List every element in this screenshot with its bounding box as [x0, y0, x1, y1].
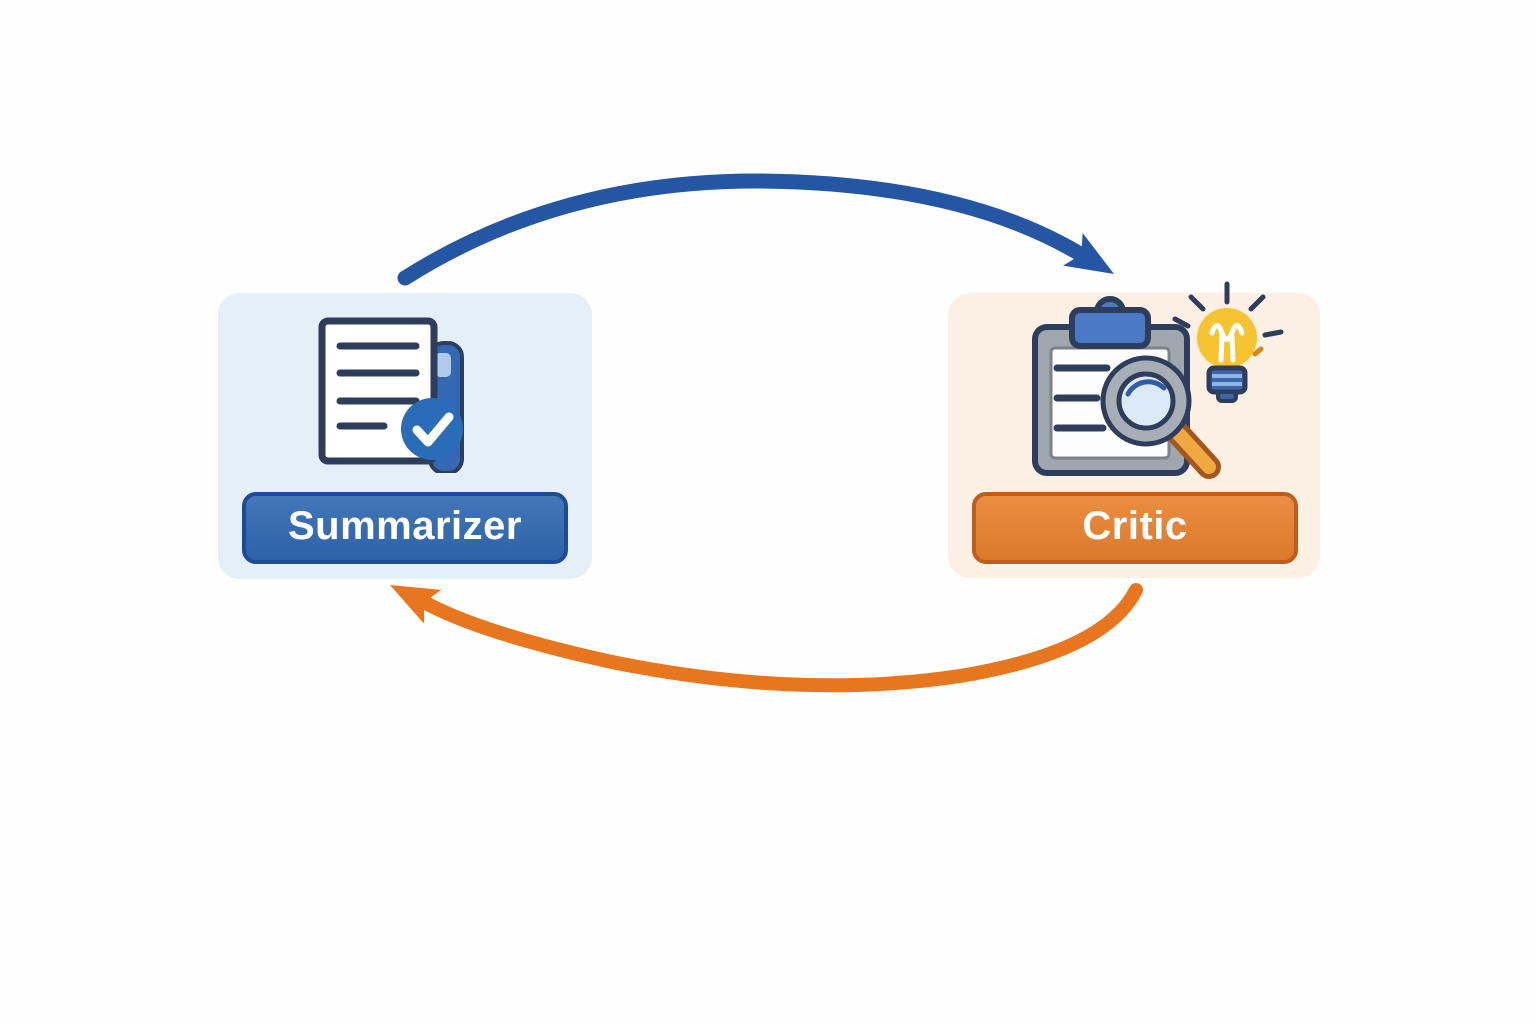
edge-critic-to-summarizer: [417, 583, 1143, 693]
edge-summarizer-to-critic: [397, 173, 1093, 286]
edge-critic-to-summarizer-arrowhead: [390, 585, 442, 624]
document-check-icon: [318, 317, 464, 473]
critic-card: Critic: [948, 281, 1320, 578]
clipboard-magnifier-lightbulb-icon: [1032, 281, 1284, 479]
critic-label: Critic: [1082, 504, 1188, 548]
summarizer-label-button: Summarizer: [242, 492, 568, 564]
edge-summarizer-to-critic-arrowhead: [1063, 232, 1114, 274]
critic-label-button: Critic: [972, 492, 1298, 564]
summarizer-card: Summarizer: [218, 293, 592, 579]
summarizer-label: Summarizer: [288, 504, 522, 548]
